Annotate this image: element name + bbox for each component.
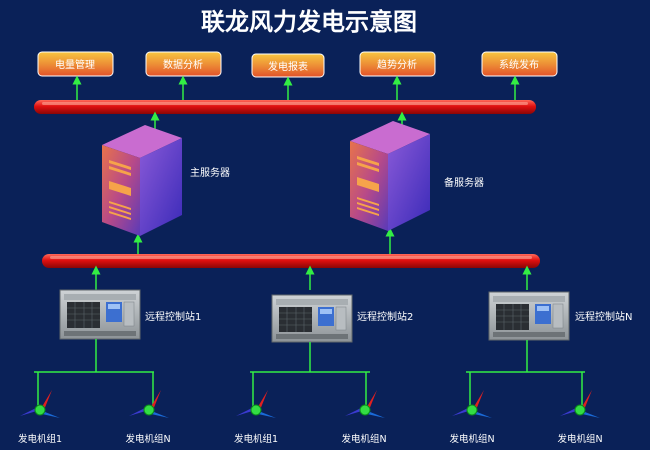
turbine-label: 发电机组N xyxy=(449,433,494,445)
module-label: 数据分析 xyxy=(163,58,203,71)
remote-station-n-icon xyxy=(488,291,570,341)
turbine-label: 发电机组N xyxy=(341,433,386,445)
main-server-icon xyxy=(102,125,182,236)
wind-turbine-icon xyxy=(20,390,60,418)
module-label: 趋势分析 xyxy=(377,58,417,71)
module-button-power-management[interactable]: 电量管理 xyxy=(37,51,114,77)
wind-turbine-icon xyxy=(452,390,492,418)
remote-station-1-label: 远程控制站1 xyxy=(145,310,201,323)
wind-turbine-icon xyxy=(129,390,169,418)
backup-server-label: 备服务器 xyxy=(444,176,484,189)
diagram-title: 联龙风力发电示意图 xyxy=(201,8,417,36)
remote-station-n-label: 远程控制站N xyxy=(575,310,632,323)
turbine-wiring xyxy=(34,339,585,410)
module-label: 电量管理 xyxy=(55,58,95,71)
main-server-label: 主服务器 xyxy=(190,166,230,179)
module-links xyxy=(72,75,520,100)
module-button-generation-report[interactable]: 发电报表 xyxy=(251,53,325,78)
remote-station-2-label: 远程控制站2 xyxy=(357,310,413,323)
module-label: 发电报表 xyxy=(268,60,308,73)
module-label: 系统发布 xyxy=(499,58,539,71)
remote-station-2-icon xyxy=(271,294,353,343)
turbine-label: 发电机组1 xyxy=(18,433,62,445)
turbine-label: 发电机组N xyxy=(557,433,602,445)
wind-turbine-icon xyxy=(560,390,600,418)
remote-station-1-icon xyxy=(59,289,141,340)
upper-network-bus xyxy=(34,100,536,114)
module-button-system-publish[interactable]: 系统发布 xyxy=(481,51,558,77)
turbine-label: 发电机组1 xyxy=(234,433,278,445)
module-button-trend-analysis[interactable]: 趋势分析 xyxy=(359,51,436,77)
turbine-label: 发电机组N xyxy=(125,433,170,445)
wind-turbine-icon xyxy=(345,390,385,418)
lower-network-bus xyxy=(42,254,540,268)
station-links xyxy=(91,265,532,290)
module-button-data-analysis[interactable]: 数据分析 xyxy=(145,51,222,77)
backup-server-icon xyxy=(350,121,430,231)
wind-turbine-icon xyxy=(236,390,276,418)
